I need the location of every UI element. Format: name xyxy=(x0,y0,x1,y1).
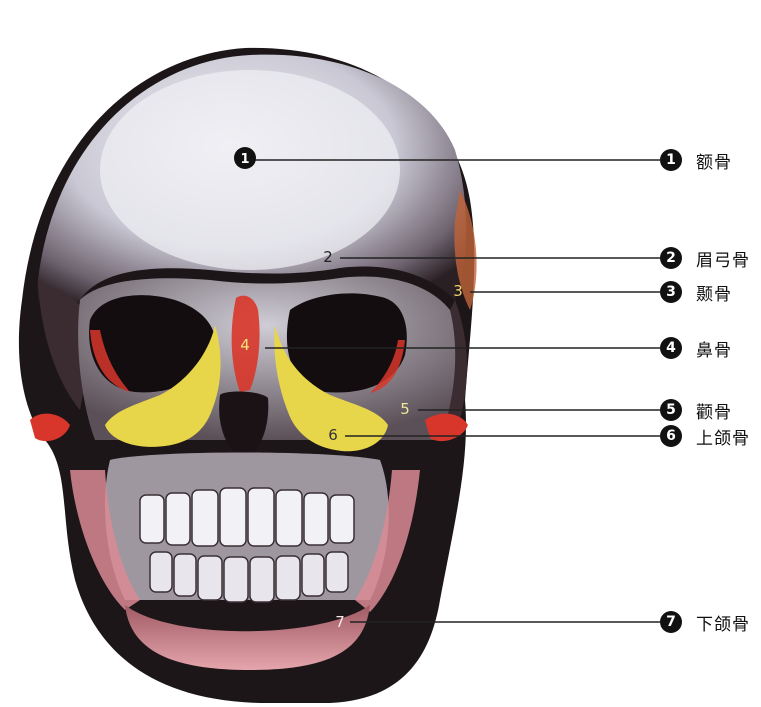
label-brow-ridge: 2 眉弓骨 xyxy=(660,246,750,270)
label-name: 颧骨 xyxy=(696,398,732,423)
label-number-badge: 2 xyxy=(660,247,682,269)
marker-6-text: 6 xyxy=(328,426,338,444)
label-number-badge: 5 xyxy=(660,399,682,421)
label-number-badge: 1 xyxy=(660,149,682,171)
label-number-badge: 3 xyxy=(660,281,682,303)
label-number-badge: 4 xyxy=(660,337,682,359)
label-nasal-bone: 4 鼻骨 xyxy=(660,336,732,360)
marker-1: 1 xyxy=(234,147,256,169)
label-zygomatic-bone: 5 颧骨 xyxy=(660,398,732,422)
marker-5-text: 5 xyxy=(400,400,410,418)
marker-4-text: 4 xyxy=(240,336,250,354)
label-mandible: 7 下颌骨 xyxy=(660,610,750,634)
label-name: 眉弓骨 xyxy=(696,246,750,271)
label-frontal-bone: 1 额骨 xyxy=(660,148,732,172)
label-maxilla: 6 上颌骨 xyxy=(660,424,750,448)
label-temporal-bone: 3 颞骨 xyxy=(660,280,732,304)
marker-7-text: 7 xyxy=(335,613,345,631)
label-name: 额骨 xyxy=(696,148,732,173)
label-name: 鼻骨 xyxy=(696,336,732,361)
label-number-badge: 7 xyxy=(660,611,682,633)
label-name: 上颌骨 xyxy=(696,424,750,449)
label-number-badge: 6 xyxy=(660,425,682,447)
label-name: 下颌骨 xyxy=(696,610,750,635)
label-name: 颞骨 xyxy=(696,280,732,305)
marker-1-text: 1 xyxy=(240,152,249,167)
marker-3-text: 3 xyxy=(453,282,463,300)
frontal-bone xyxy=(100,70,400,270)
marker-2-text: 2 xyxy=(323,248,333,266)
